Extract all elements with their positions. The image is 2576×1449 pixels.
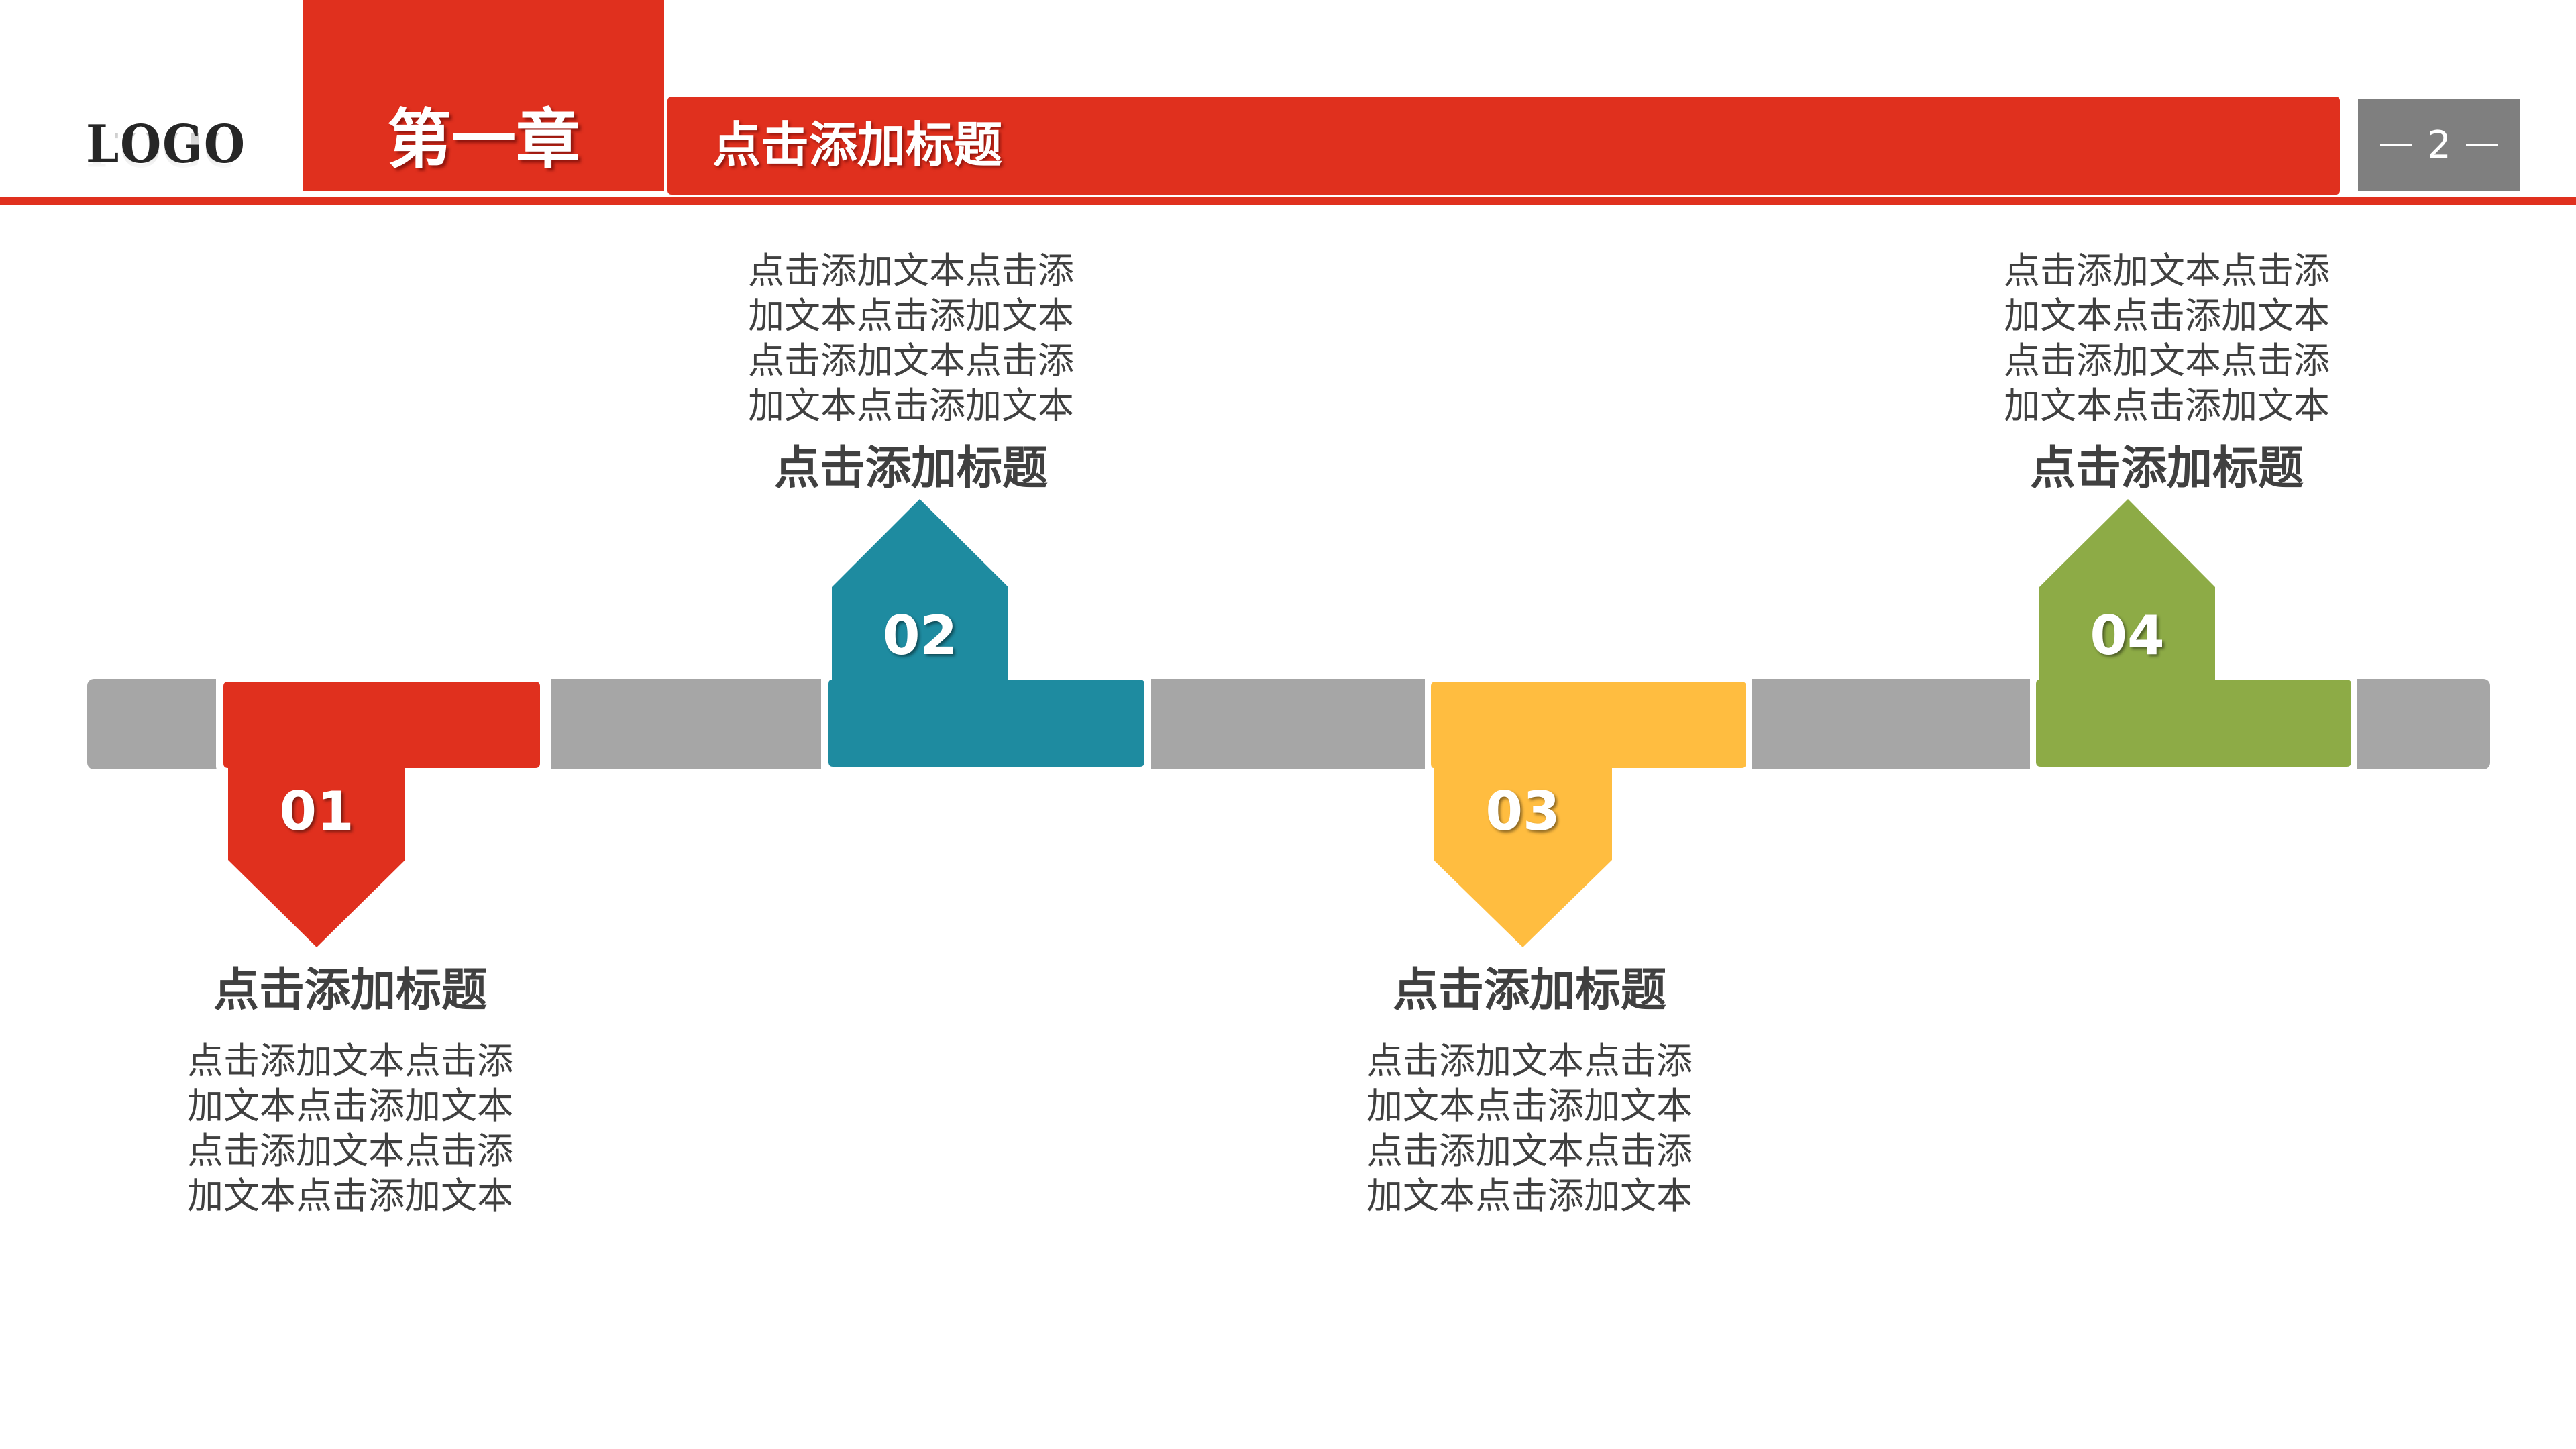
- step-1-shape[interactable]: [216, 674, 551, 954]
- step-1-title[interactable]: 点击添加标题: [213, 964, 487, 1017]
- step-4-body-line: 点击添加文本点击添: [2004, 339, 2330, 382]
- step-2-body-line: 点击添加文本点击添: [748, 339, 1074, 382]
- slide-title[interactable]: 点击添加标题: [712, 117, 1003, 173]
- step-1-body-line: 加文本点击添加文本: [187, 1175, 513, 1217]
- page-number: 2: [2358, 99, 2520, 191]
- step-3-body[interactable]: 点击添加文本点击添 加文本点击添加文本 点击添加文本点击添 加文本点击添加文本: [1328, 1038, 1731, 1218]
- header-divider: [0, 197, 2576, 205]
- step-3-body-line: 加文本点击添加文本: [1366, 1175, 1693, 1217]
- step-2-body[interactable]: 点击添加文本点击添 加文本点击添加文本 点击添加文本点击添 加文本点击添加文本: [710, 248, 1112, 428]
- dash-left: [2380, 144, 2413, 146]
- title-bar: [667, 97, 2340, 195]
- step-1-body-line: 点击添加文本点击添: [187, 1130, 513, 1172]
- step-4-title[interactable]: 点击添加标题: [2029, 442, 2304, 495]
- step-4-body-line: 加文本点击添加文本: [2004, 294, 2330, 337]
- page-number-value: 2: [2427, 123, 2451, 167]
- step-1-body-line: 点击添加文本点击添: [187, 1040, 513, 1082]
- step-4-shape[interactable]: [2030, 490, 2357, 774]
- chapter-box: [303, 0, 664, 191]
- step-3-shape[interactable]: [1425, 674, 1752, 954]
- step-3-title[interactable]: 点击添加标题: [1392, 964, 1666, 1017]
- dash-right: [2465, 144, 2498, 146]
- step-3-body-line: 点击添加文本点击添: [1366, 1130, 1693, 1172]
- logo: LOGO: [86, 114, 246, 175]
- step-1-body[interactable]: 点击添加文本点击添 加文本点击添加文本 点击添加文本点击添 加文本点击添加文本: [149, 1038, 551, 1218]
- step-2-shape[interactable]: [821, 490, 1151, 774]
- step-4-body-line: 点击添加文本点击添: [2004, 250, 2330, 292]
- step-1-number: 01: [279, 780, 354, 843]
- step-3-body-line: 加文本点击添加文本: [1366, 1085, 1693, 1127]
- chapter-label[interactable]: 第一章: [387, 102, 580, 177]
- step-4-body[interactable]: 点击添加文本点击添 加文本点击添加文本 点击添加文本点击添 加文本点击添加文本: [1966, 248, 2368, 428]
- step-3-number: 03: [1485, 780, 1560, 843]
- step-2-body-line: 加文本点击添加文本: [748, 294, 1074, 337]
- step-3-body-line: 点击添加文本点击添: [1366, 1040, 1693, 1082]
- step-2-title[interactable]: 点击添加标题: [773, 442, 1048, 495]
- step-2-body-line: 加文本点击添加文本: [748, 384, 1074, 427]
- step-2-body-line: 点击添加文本点击添: [748, 250, 1074, 292]
- step-1-body-line: 加文本点击添加文本: [187, 1085, 513, 1127]
- step-4-body-line: 加文本点击添加文本: [2004, 384, 2330, 427]
- step-4-number: 04: [2090, 604, 2165, 667]
- step-2-number: 02: [882, 604, 958, 667]
